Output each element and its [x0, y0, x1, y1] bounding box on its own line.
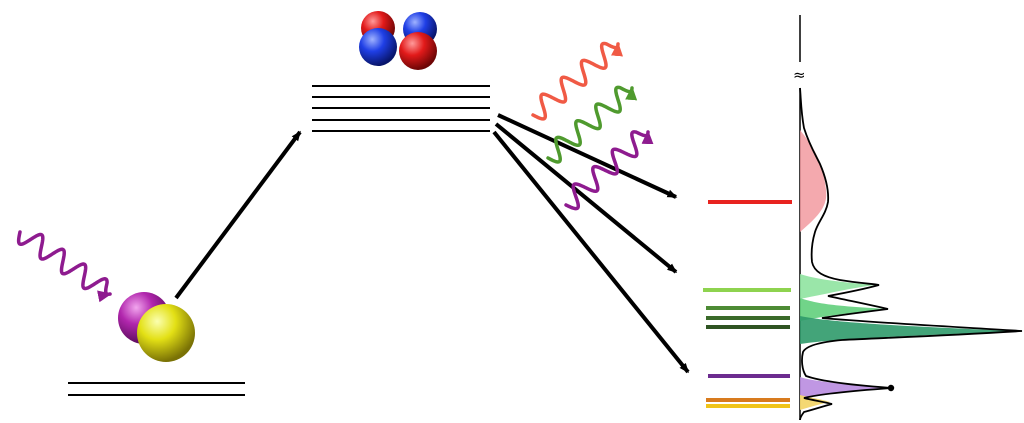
excited-state-molecule-icon: [359, 11, 437, 70]
excitation-arrow: [174, 130, 302, 300]
incoming-photon-icon: [16, 230, 112, 303]
peak-green-fill-2: [800, 316, 1018, 344]
axis-break-symbol: ≈: [793, 66, 806, 84]
spectrum-outline: [799, 87, 1023, 421]
decay-arrow-red: [497, 113, 678, 199]
ground-state-atom-pair-icon: [118, 292, 195, 362]
emitted-photon-icon: [531, 41, 654, 211]
peak-light-green-fill: [800, 274, 875, 299]
peak-purple-fill: [800, 377, 889, 398]
peak-marker-dot: [887, 384, 895, 392]
spectrum-plot: ≈: [793, 15, 1023, 421]
decay-arrow-green: [494, 122, 678, 274]
excited-state-levels: [312, 85, 490, 132]
peak-green-fill-1: [800, 298, 888, 321]
decay-arrow-purple: [492, 130, 690, 374]
decay-arrows: [492, 113, 690, 374]
ground-state-levels: [68, 382, 245, 396]
peak-red-fill: [800, 130, 827, 232]
final-state-levels: [703, 200, 792, 408]
